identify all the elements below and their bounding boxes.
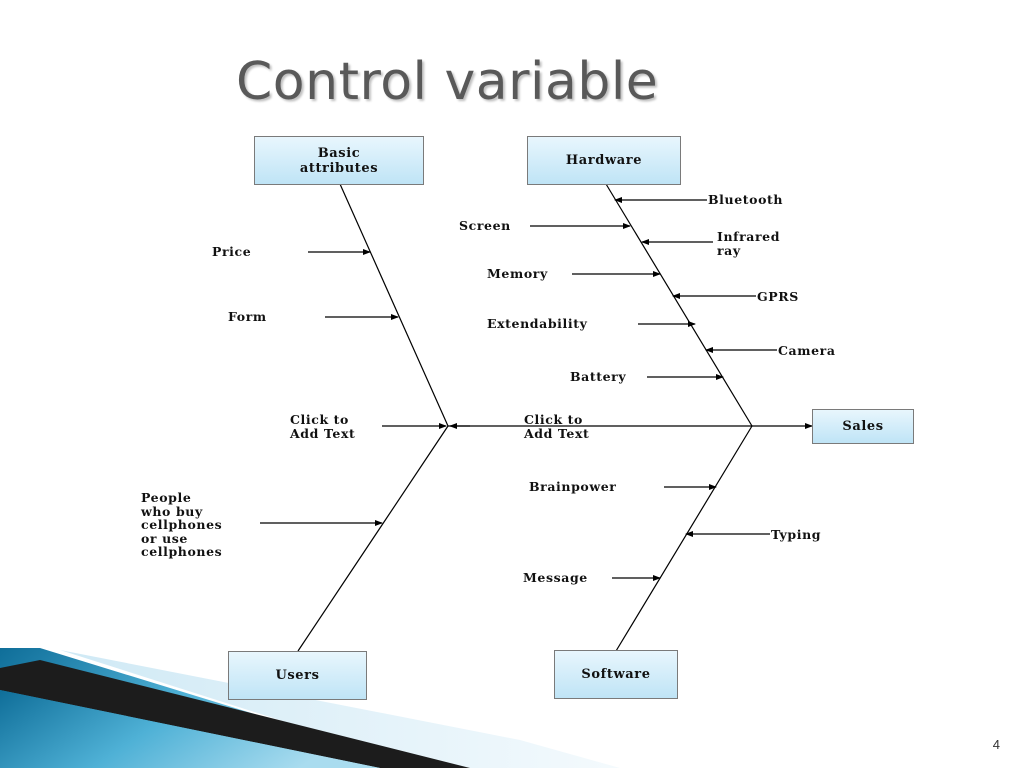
label-typing: Typing [771,527,822,542]
label-screen: Screen [459,218,511,233]
label-camera: Camera [778,343,836,358]
label-people: People who buy cellphones or use cellpho… [141,490,223,559]
page-number: 4 [992,737,1000,752]
box-software: Software [554,650,678,699]
label-click-right[interactable]: Click to Add Text [524,412,590,441]
bone-users [297,425,449,652]
label-price: Price [212,244,252,259]
label-form: Form [228,309,267,324]
label-message: Message [523,570,588,585]
label-extendability: Extendability [487,316,588,331]
label-brainpower: Brainpower [529,479,617,494]
box-users: Users [228,651,367,700]
bone-software [615,425,753,652]
label-bluetooth: Bluetooth [708,192,784,207]
box-hardware: Hardware [527,136,681,185]
box-sales: Sales [812,409,914,444]
label-click-left[interactable]: Click to Add Text [290,412,356,441]
slide-title: Control variable [236,52,659,112]
label-battery: Battery [570,369,627,384]
label-infrared: Infrared ray [717,229,781,258]
bone-basic-attributes [339,183,449,427]
label-memory: Memory [487,266,548,281]
bone-hardware [605,183,753,427]
label-gprs: GPRS [757,289,799,304]
box-basic-attributes: Basic attributes [254,136,424,185]
